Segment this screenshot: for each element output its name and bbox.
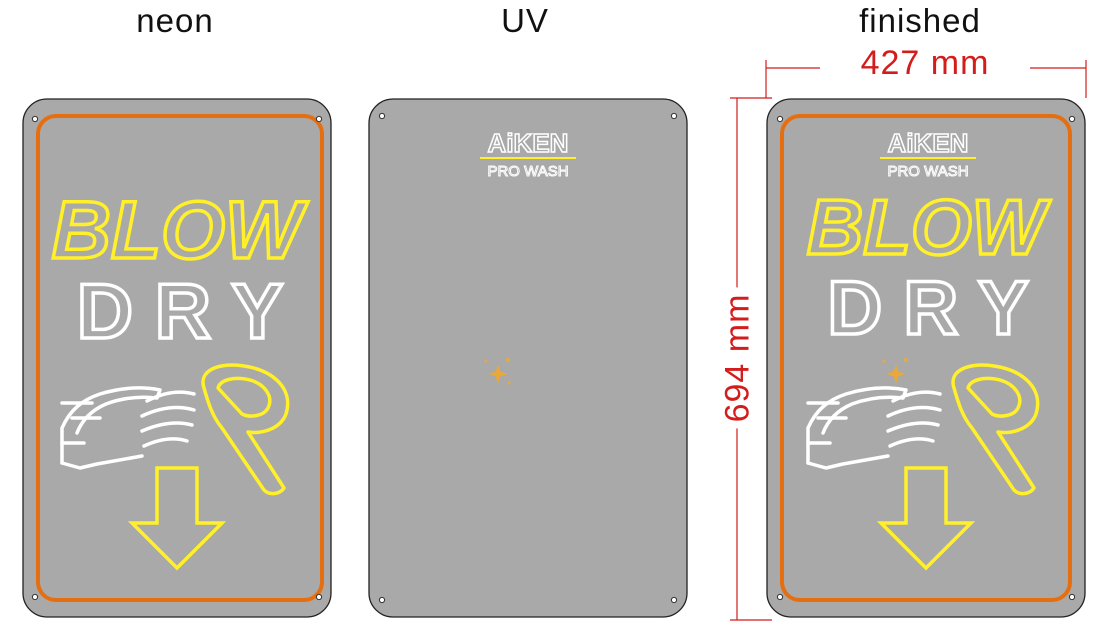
uv-panel: AiKEN PRO WASH <box>368 98 688 618</box>
sign-blow-text: BLOW <box>807 183 1052 271</box>
sparkle-icon <box>484 358 511 385</box>
neon-panel: BLOW D R Y <box>22 98 332 618</box>
logo-sub-text: PRO WASH <box>487 163 568 180</box>
blow-dryer-icon <box>201 363 290 496</box>
logo-sub-text: PRO WASH <box>887 163 968 180</box>
sign-blow-text: BLOW <box>52 185 309 276</box>
speed-lines-icon <box>140 390 196 448</box>
finished-panel: AiKEN PRO WASH BLOW D R Y <box>766 98 1086 618</box>
logo-brand-text: AiKEN <box>888 128 969 158</box>
logo-brand-text: AiKEN <box>488 128 569 158</box>
speed-lines-icon <box>886 390 942 448</box>
caption-neon: neon <box>136 2 214 39</box>
height-dimension-label: 694 mm <box>718 287 758 429</box>
caption-uv: UV <box>501 2 549 39</box>
down-arrow-icon <box>127 466 227 571</box>
mounting-hole-icon <box>31 115 323 601</box>
sparkle-icon <box>882 358 908 384</box>
mounting-hole-icon <box>776 115 1076 601</box>
down-arrow-icon <box>876 466 976 571</box>
width-dimension-label: 427 mm <box>820 44 1030 83</box>
caption-finished: finished <box>859 2 981 39</box>
blow-dryer-icon <box>951 363 1040 496</box>
mounting-hole-icon <box>378 112 678 604</box>
sign-dry-text: D R Y <box>77 267 284 355</box>
car-icon <box>60 386 162 470</box>
sign-dry-text: D R Y <box>827 266 1028 351</box>
car-icon <box>806 386 908 470</box>
